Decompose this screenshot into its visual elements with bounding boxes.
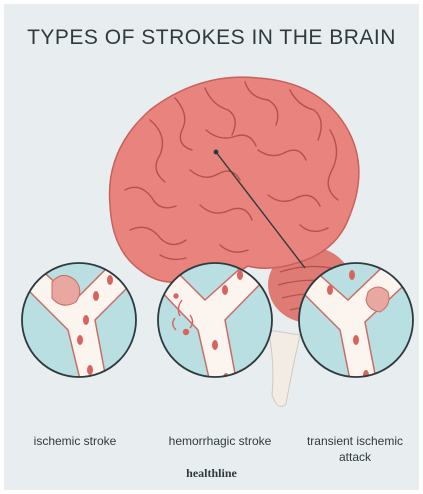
pointer-dot xyxy=(214,150,219,155)
label-hemorrhagic-stroke: hemorrhagic stroke xyxy=(160,433,280,449)
ischemic-circle xyxy=(18,255,140,400)
brain-stem xyxy=(268,330,300,407)
healthline-logo: healthline xyxy=(0,466,423,481)
label-transient-ischemic-attack: transient ischemic attack xyxy=(290,433,420,465)
label-ischemic-stroke: ischemic stroke xyxy=(15,433,135,449)
